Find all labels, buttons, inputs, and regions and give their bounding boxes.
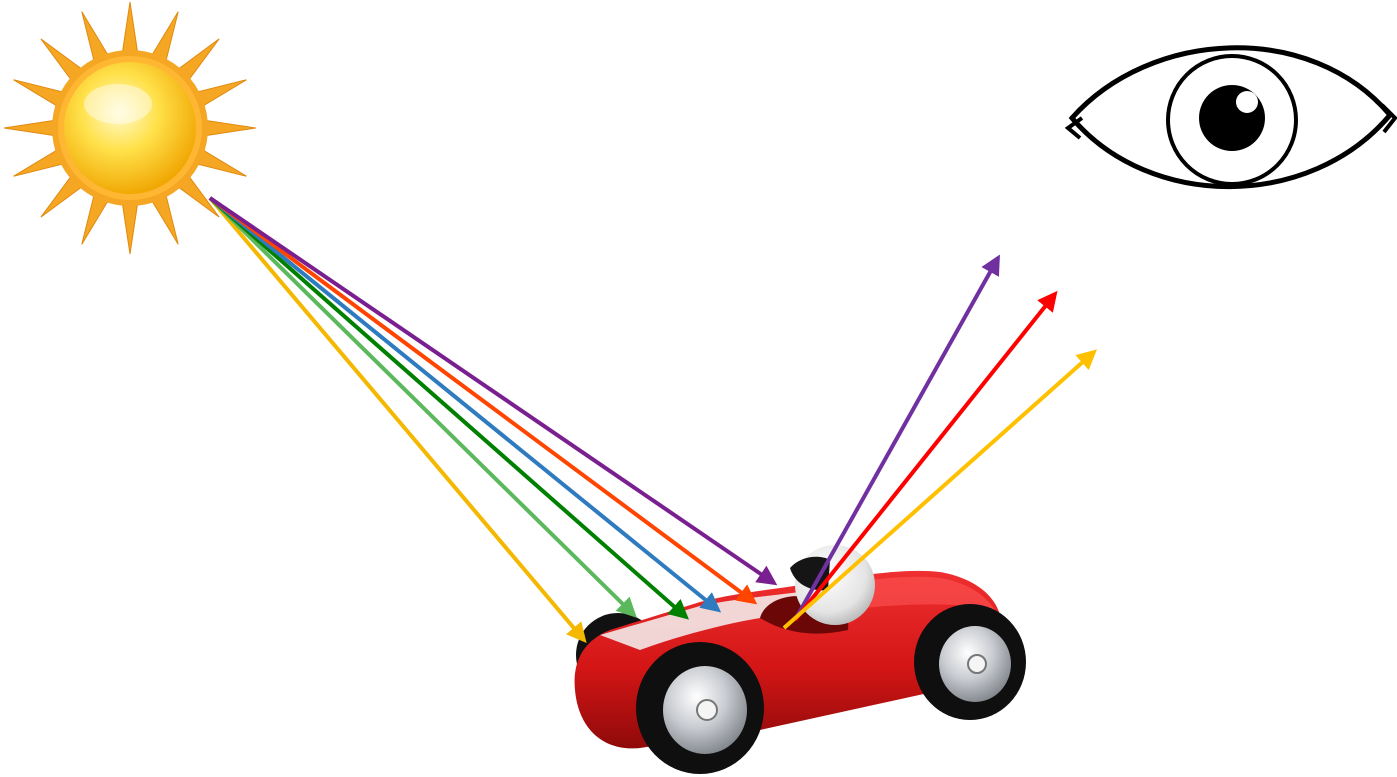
eye-icon xyxy=(1068,48,1395,187)
ray-out-purple xyxy=(795,258,998,620)
sun-core xyxy=(64,62,196,194)
ray-in-blue xyxy=(210,198,718,610)
ray-in-purple xyxy=(210,198,774,583)
ray-in-lightgreen xyxy=(210,198,634,615)
sun-icon xyxy=(4,2,256,254)
incident-rays xyxy=(210,198,774,640)
eye-glint xyxy=(1236,91,1258,113)
car-hub-nut-rear xyxy=(697,700,717,720)
sun-highlight xyxy=(84,84,152,124)
ray-in-green xyxy=(210,198,686,617)
car-hub-nut-front xyxy=(968,655,986,673)
ray-in-orange xyxy=(210,198,754,602)
ray-in-yellow xyxy=(210,198,584,640)
